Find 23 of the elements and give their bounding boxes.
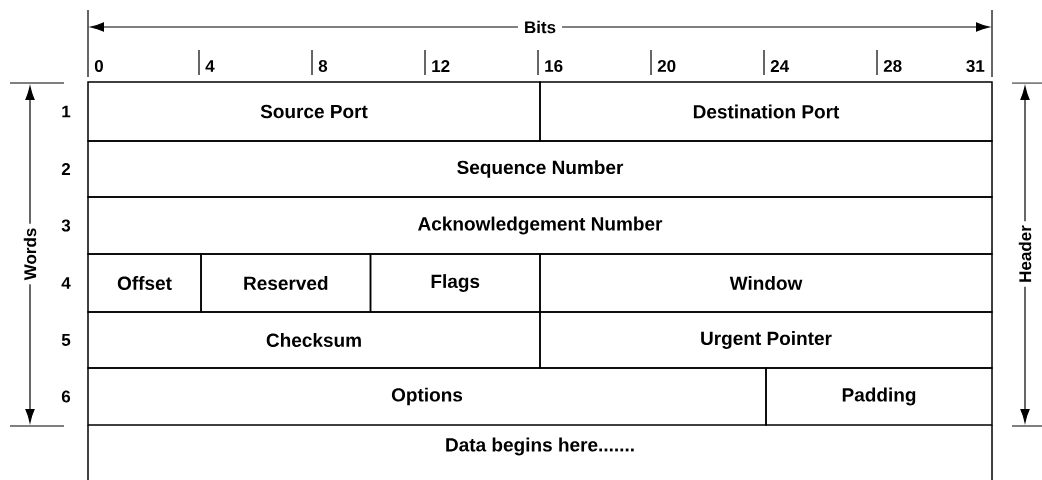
header-field-cell: Padding <box>765 367 993 426</box>
header-field-cell: Source Port <box>87 81 541 142</box>
header-field-cell: Flags <box>369 253 541 313</box>
header-field-cell: Urgent Pointer <box>539 311 993 369</box>
axis-title: Words <box>22 223 38 285</box>
header-field-cell: Offset <box>87 253 202 313</box>
header-field-cell: Reserved <box>200 253 372 313</box>
header-field-cell: Sequence Number <box>87 140 993 198</box>
word-number: 2 <box>61 163 71 175</box>
word-number: 5 <box>61 334 71 346</box>
data-row: Data begins here....... <box>87 424 993 480</box>
header-field-cell: Options <box>87 367 767 426</box>
axis-title: Bits <box>517 19 563 35</box>
word-number: 1 <box>62 105 71 118</box>
header-field-cell: Checksum <box>87 311 541 369</box>
axis-title: Header <box>1017 221 1033 287</box>
header-field-cell: Window <box>539 253 993 313</box>
word-number: 3 <box>61 219 71 232</box>
bit-number: 16 <box>545 60 563 73</box>
word-number: 4 <box>61 277 71 289</box>
word-number: 6 <box>61 390 71 403</box>
header-field-cell: Destination Port <box>539 81 993 142</box>
header-field-cell: Acknowledgement Number <box>87 196 993 255</box>
